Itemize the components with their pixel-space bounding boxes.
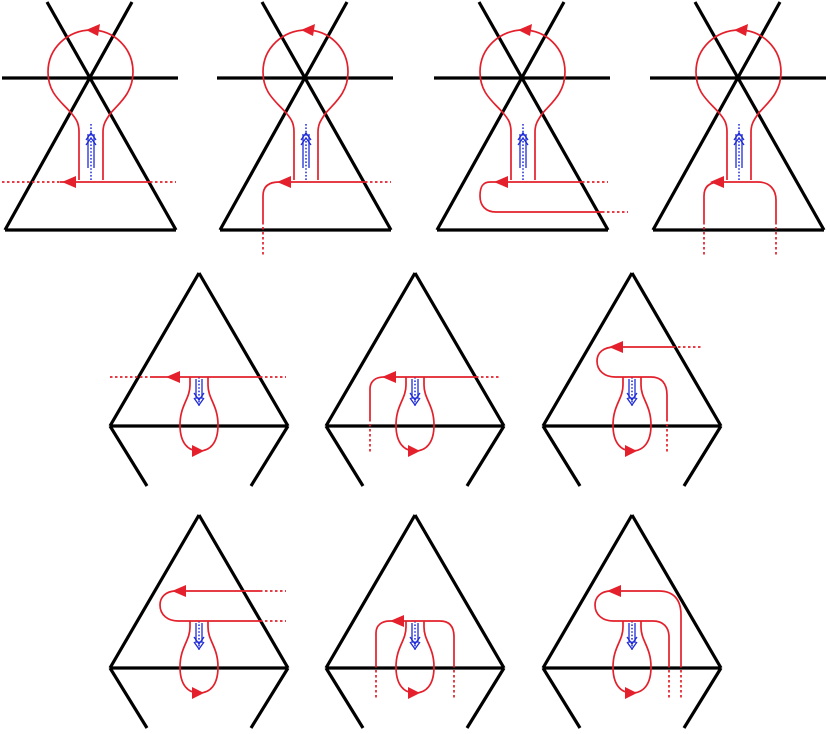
chevron-down-marker [193,620,205,652]
panel-middle-2 [324,271,506,488]
panel-middle-1 [108,271,290,488]
panel-top-1 [0,0,180,232]
panel-bottom-2 [324,513,506,730]
frame [648,0,828,232]
red-teardrop [395,384,435,458]
red-teardrop [179,384,219,458]
panel-middle-3 [541,271,723,488]
chevron-up-marker [517,123,529,181]
frame [0,0,180,232]
frame [215,0,395,232]
red-teardrop [612,384,652,458]
red-loop [47,23,134,181]
chevron-down-marker [193,376,205,408]
chevron-up-marker [300,123,312,181]
red-teardrop [395,626,435,700]
chevron-up-marker [733,123,745,181]
chevron-down-marker [409,376,421,408]
panel-bottom-3 [541,513,723,730]
red-teardrop [612,626,652,700]
panel-top-4 [648,0,828,256]
chevron-down-marker [626,376,638,408]
panel-top-3 [432,0,628,232]
red-loop [262,23,349,181]
panel-bottom-1 [108,513,290,730]
red-teardrop [179,626,219,700]
frame [432,0,612,232]
panel-top-2 [215,0,395,256]
chevron-down-marker [409,620,421,652]
frame [324,271,506,488]
frame [541,271,723,488]
red-loop [695,23,782,181]
chevron-down-marker [626,620,638,652]
frame [108,271,290,488]
red-loop [479,23,566,181]
chevron-up-marker [85,123,97,181]
